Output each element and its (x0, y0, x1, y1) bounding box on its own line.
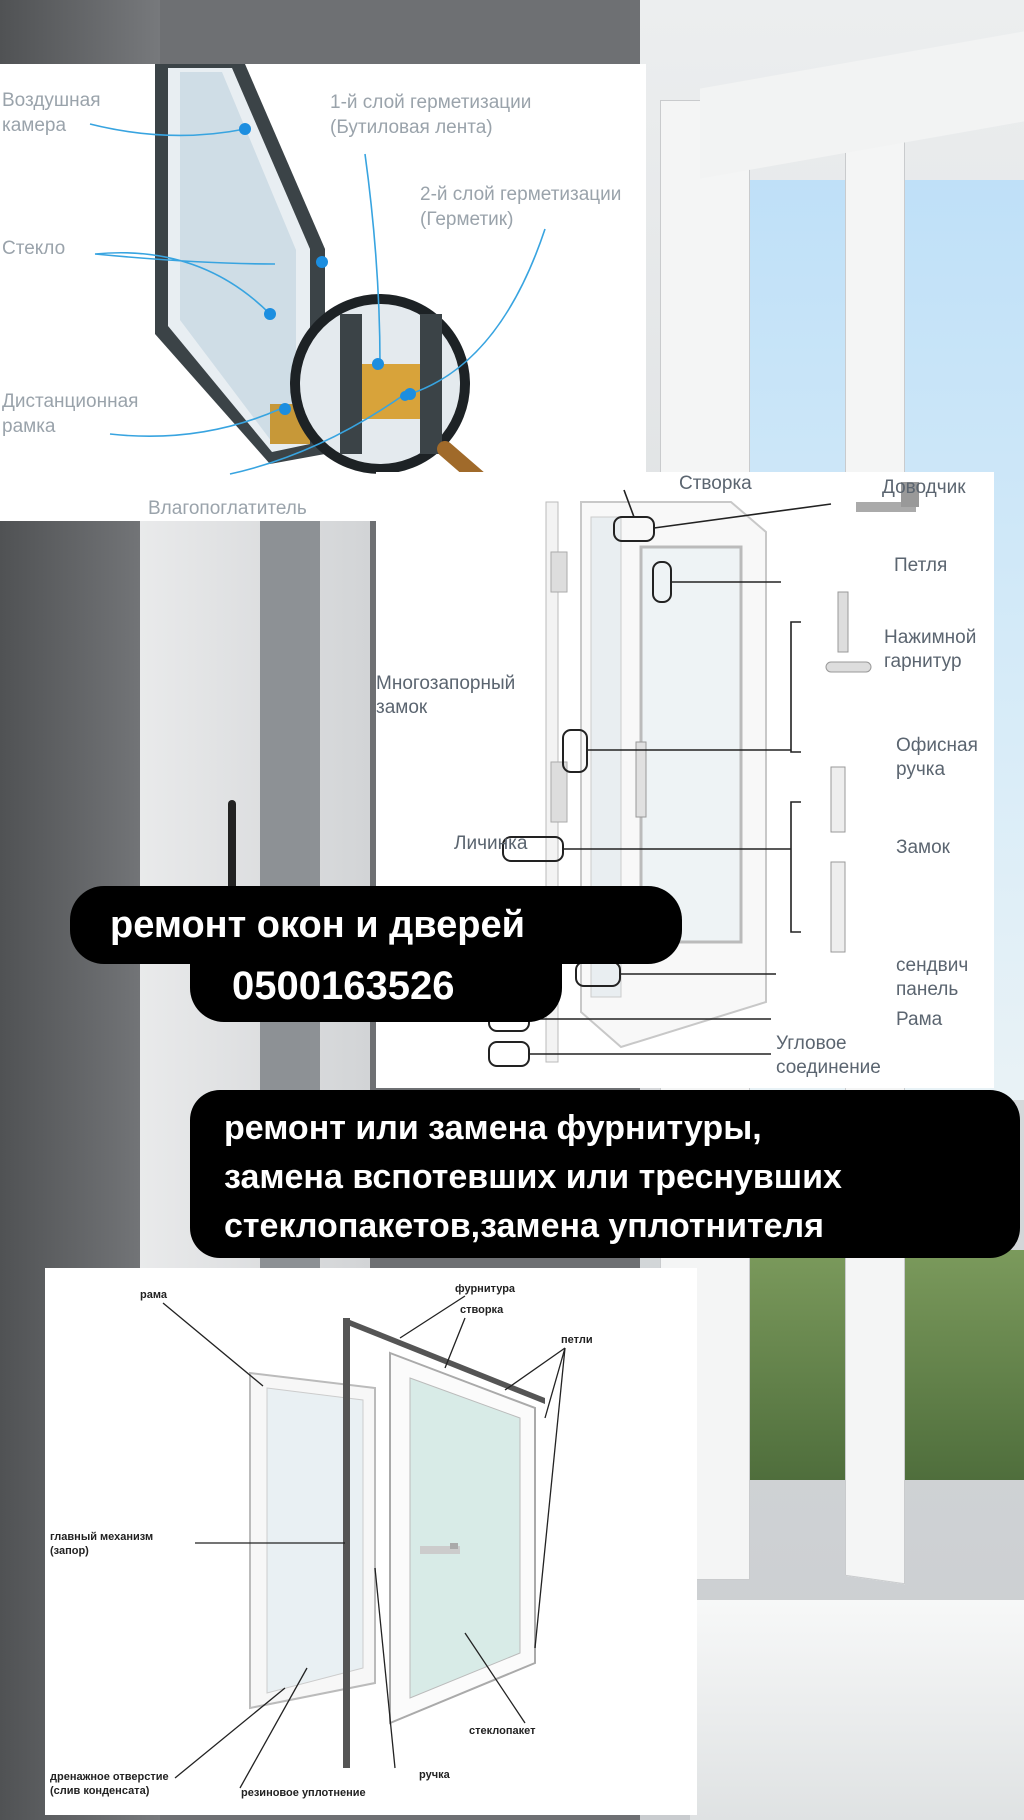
label-main-mechanism: главный механизм (запор) (50, 1531, 154, 1557)
label-hinges: петли (561, 1334, 593, 1346)
label-closer: Доводчик (882, 477, 966, 498)
label-seal-1: 1-й слой герметизации (Бутиловая лента) (330, 92, 532, 138)
label-hinge: Петля (894, 555, 948, 576)
services-line-2: замена вспотевших или треснувших (224, 1158, 842, 1196)
label-corner-joint: Угловое соединение (776, 1033, 881, 1078)
label-lock: Замок (896, 837, 950, 858)
banner-phone: 0500163526 (190, 950, 562, 1022)
label-multipoint-lock: Многозапорный замок (376, 673, 516, 718)
banner-services: ремонт или замена фурнитуры, замена вспо… (190, 1090, 1020, 1258)
label-spacer: Дистанционная рамка (2, 391, 139, 437)
phone-number: 0500163526 (232, 964, 455, 1008)
label-drain: дренажное отверстие (слив конденсата) (50, 1771, 169, 1797)
window-illustration (162, 1295, 566, 1789)
label-seal-2: 2-й слой герметизации (Герметик) (420, 184, 622, 230)
label-air-chamber: Воздушная камера (2, 90, 101, 136)
label-hardware: фурнитура (455, 1283, 516, 1295)
label-glass-unit: стеклопакет (469, 1725, 536, 1737)
services-line-1: ремонт или замена фурнитуры, (224, 1109, 762, 1147)
services-line-3: стеклопакетов,замена уплотнителя (224, 1207, 824, 1245)
label-door-sash: Створка (679, 473, 752, 494)
label-window-sash: створка (460, 1304, 504, 1316)
label-cylinder: Личинка (454, 833, 528, 854)
label-sandwich-panel: сендвич панель (896, 955, 969, 1000)
glass-unit-diagram: Воздушная камера 1-й слой герметизации (… (0, 64, 646, 521)
door-diagram: Створка Доводчик Петля Нажимной гарнитур… (376, 472, 994, 1088)
label-door-frame: Рама (896, 1009, 943, 1030)
label-push-set: Нажимной гарнитур (884, 627, 977, 672)
background-handle (228, 800, 236, 910)
label-handle: ручка (419, 1769, 450, 1781)
banner-repair-text: ремонт окон и дверей (110, 904, 525, 946)
label-desiccant: Влагопоглатитель (148, 498, 307, 519)
label-rubber-seal: резиновое уплотнение (241, 1787, 366, 1799)
label-window-frame: рама (140, 1289, 167, 1301)
window-diagram: рама фурнитура створка петли главный мех… (45, 1268, 697, 1815)
background-window-sill (690, 1600, 1024, 1820)
label-glass: Стекло (2, 238, 66, 259)
label-office-handle: Офисная ручка (896, 735, 978, 780)
